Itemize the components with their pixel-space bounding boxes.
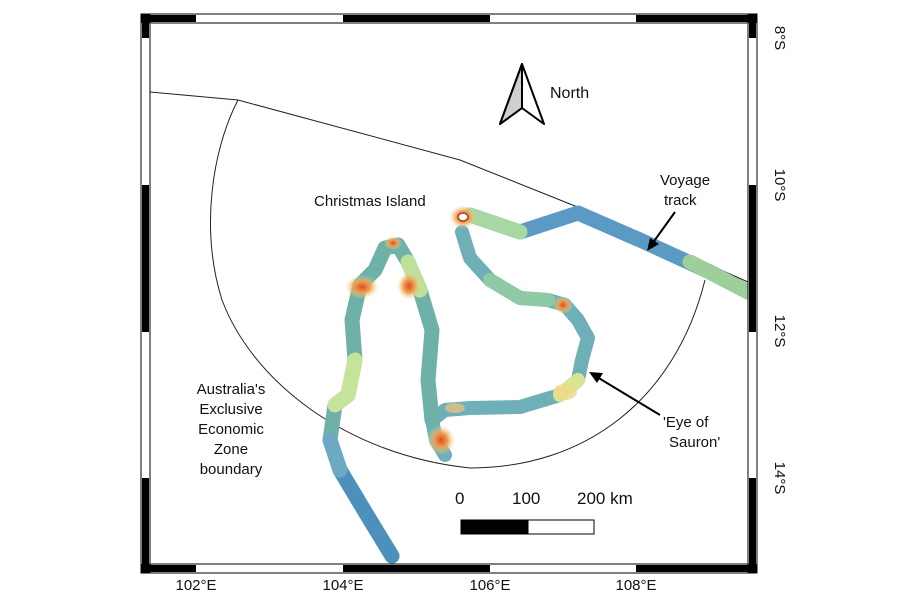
label-voyage-track-line1: Voyage [660, 172, 710, 189]
lon-tick-104: 104°E [322, 577, 363, 594]
longitude-axis: 102°E 104°E 106°E 108°E [175, 577, 656, 594]
lon-tick-106: 106°E [469, 577, 510, 594]
label-eye-line2: Sauron' [669, 434, 720, 451]
seamount-east-2 [553, 384, 577, 400]
lon-tick-102: 102°E [175, 577, 216, 594]
label-eez-line3: Economic [198, 421, 264, 438]
label-christmas-island: Christmas Island [314, 193, 426, 210]
label-voyage-track: Voyage track [660, 172, 710, 209]
label-voyage-track-line2: track [664, 192, 697, 209]
label-eez-line5: boundary [200, 461, 263, 478]
label-eez-boundary: Australia's Exclusive Economic Zone boun… [197, 381, 266, 478]
scale-label-200: 200 km [577, 489, 633, 508]
latitude-axis: 8°S 10°S 12°S 14°S [771, 26, 788, 495]
scale-label-100: 100 [512, 489, 540, 508]
label-eez-line2: Exclusive [199, 401, 262, 418]
map-area [150, 23, 748, 564]
lat-tick-12: 12°S [771, 315, 788, 348]
north-arrow: North [499, 63, 589, 125]
north-label: North [550, 85, 589, 102]
lon-tick-108: 108°E [615, 577, 656, 594]
lat-tick-14: 14°S [771, 462, 788, 495]
lat-tick-8: 8°S [771, 26, 788, 50]
seamount-east-1 [553, 296, 573, 314]
label-eez-line4: Zone [214, 441, 248, 458]
seamount-west-2 [397, 272, 421, 300]
label-eez-line1: Australia's [197, 381, 266, 398]
seamount-highlights [345, 205, 577, 455]
scale-bar: 0 100 200 km [455, 489, 633, 535]
seamount-south [427, 425, 455, 455]
map-frame [140, 13, 758, 574]
lat-tick-10: 10°S [771, 169, 788, 202]
seamount-west-3 [384, 236, 402, 250]
voyage-arrow-icon [647, 211, 676, 251]
scale-label-0: 0 [455, 489, 464, 508]
label-eye-of-sauron: 'Eye of Sauron' [663, 414, 720, 451]
seamount-west-1 [345, 275, 379, 299]
label-eye-line1: 'Eye of [663, 414, 709, 431]
eye-arrow-icon [589, 372, 661, 416]
